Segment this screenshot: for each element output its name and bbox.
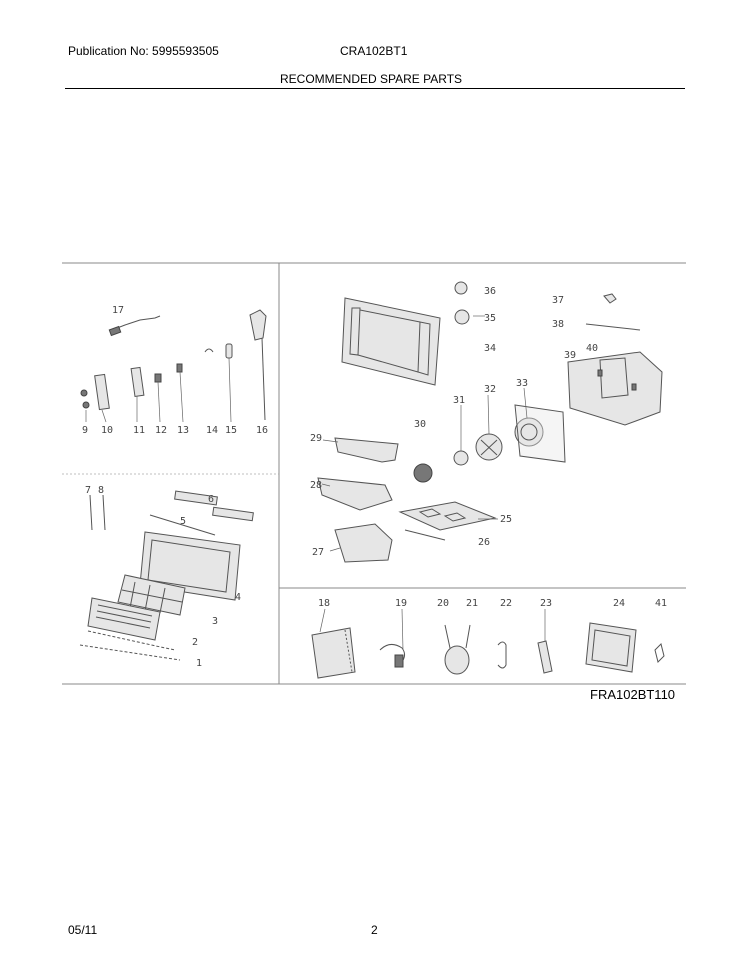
diagram-frame [62,262,686,685]
label-21: 21 [466,598,478,609]
label-22: 22 [500,598,512,609]
cabinet-parts [317,281,663,563]
control-parts [80,309,267,423]
label-2: 2 [192,637,198,648]
label-29: 29 [310,433,322,444]
label-30: 30 [414,419,426,430]
label-17: 17 [112,305,124,316]
footer-date: 05/11 [68,923,98,937]
label-38: 38 [552,319,564,330]
part-number-labels: 17 9 10 11 12 13 14 15 16 7 8 6 5 4 3 2 … [82,286,667,669]
diagram-code: FRA102BT110 [590,687,676,702]
label-23: 23 [540,598,552,609]
label-26: 26 [478,537,490,548]
label-4: 4 [235,592,241,603]
label-33: 33 [516,378,528,389]
label-6: 6 [208,494,214,505]
label-24: 24 [613,598,625,609]
label-1: 1 [196,658,202,669]
page-title: RECOMMENDED SPARE PARTS [280,72,463,86]
label-31: 31 [453,395,465,406]
label-18: 18 [318,598,330,609]
label-20: 20 [437,598,449,609]
label-5: 5 [180,516,186,527]
power-cord-17 [108,315,161,337]
label-8: 8 [98,485,104,496]
model-number: CRA102BT1 [340,44,408,58]
label-19: 19 [395,598,407,609]
header-rule [65,88,685,89]
label-16: 16 [256,425,268,436]
label-27: 27 [312,547,324,558]
label-7: 7 [85,485,91,496]
label-3: 3 [212,616,218,627]
label-15: 15 [225,425,237,436]
label-32: 32 [484,384,496,395]
sealed-system-parts [311,608,665,679]
label-12: 12 [155,425,167,436]
label-35: 35 [484,313,496,324]
publication-number: Publication No: 5995593505 [68,44,219,58]
label-14: 14 [206,425,218,436]
label-13: 13 [177,425,189,436]
label-28: 28 [310,480,322,491]
label-34: 34 [484,343,496,354]
front-assembly [79,490,254,661]
label-25: 25 [500,514,512,525]
label-39: 39 [564,350,576,361]
label-37: 37 [552,295,564,306]
label-41: 41 [655,598,667,609]
label-9: 9 [82,425,88,436]
label-40: 40 [586,343,598,354]
label-11: 11 [133,425,145,436]
label-36: 36 [484,286,496,297]
page-number: 2 [371,923,378,937]
label-10: 10 [101,425,113,436]
